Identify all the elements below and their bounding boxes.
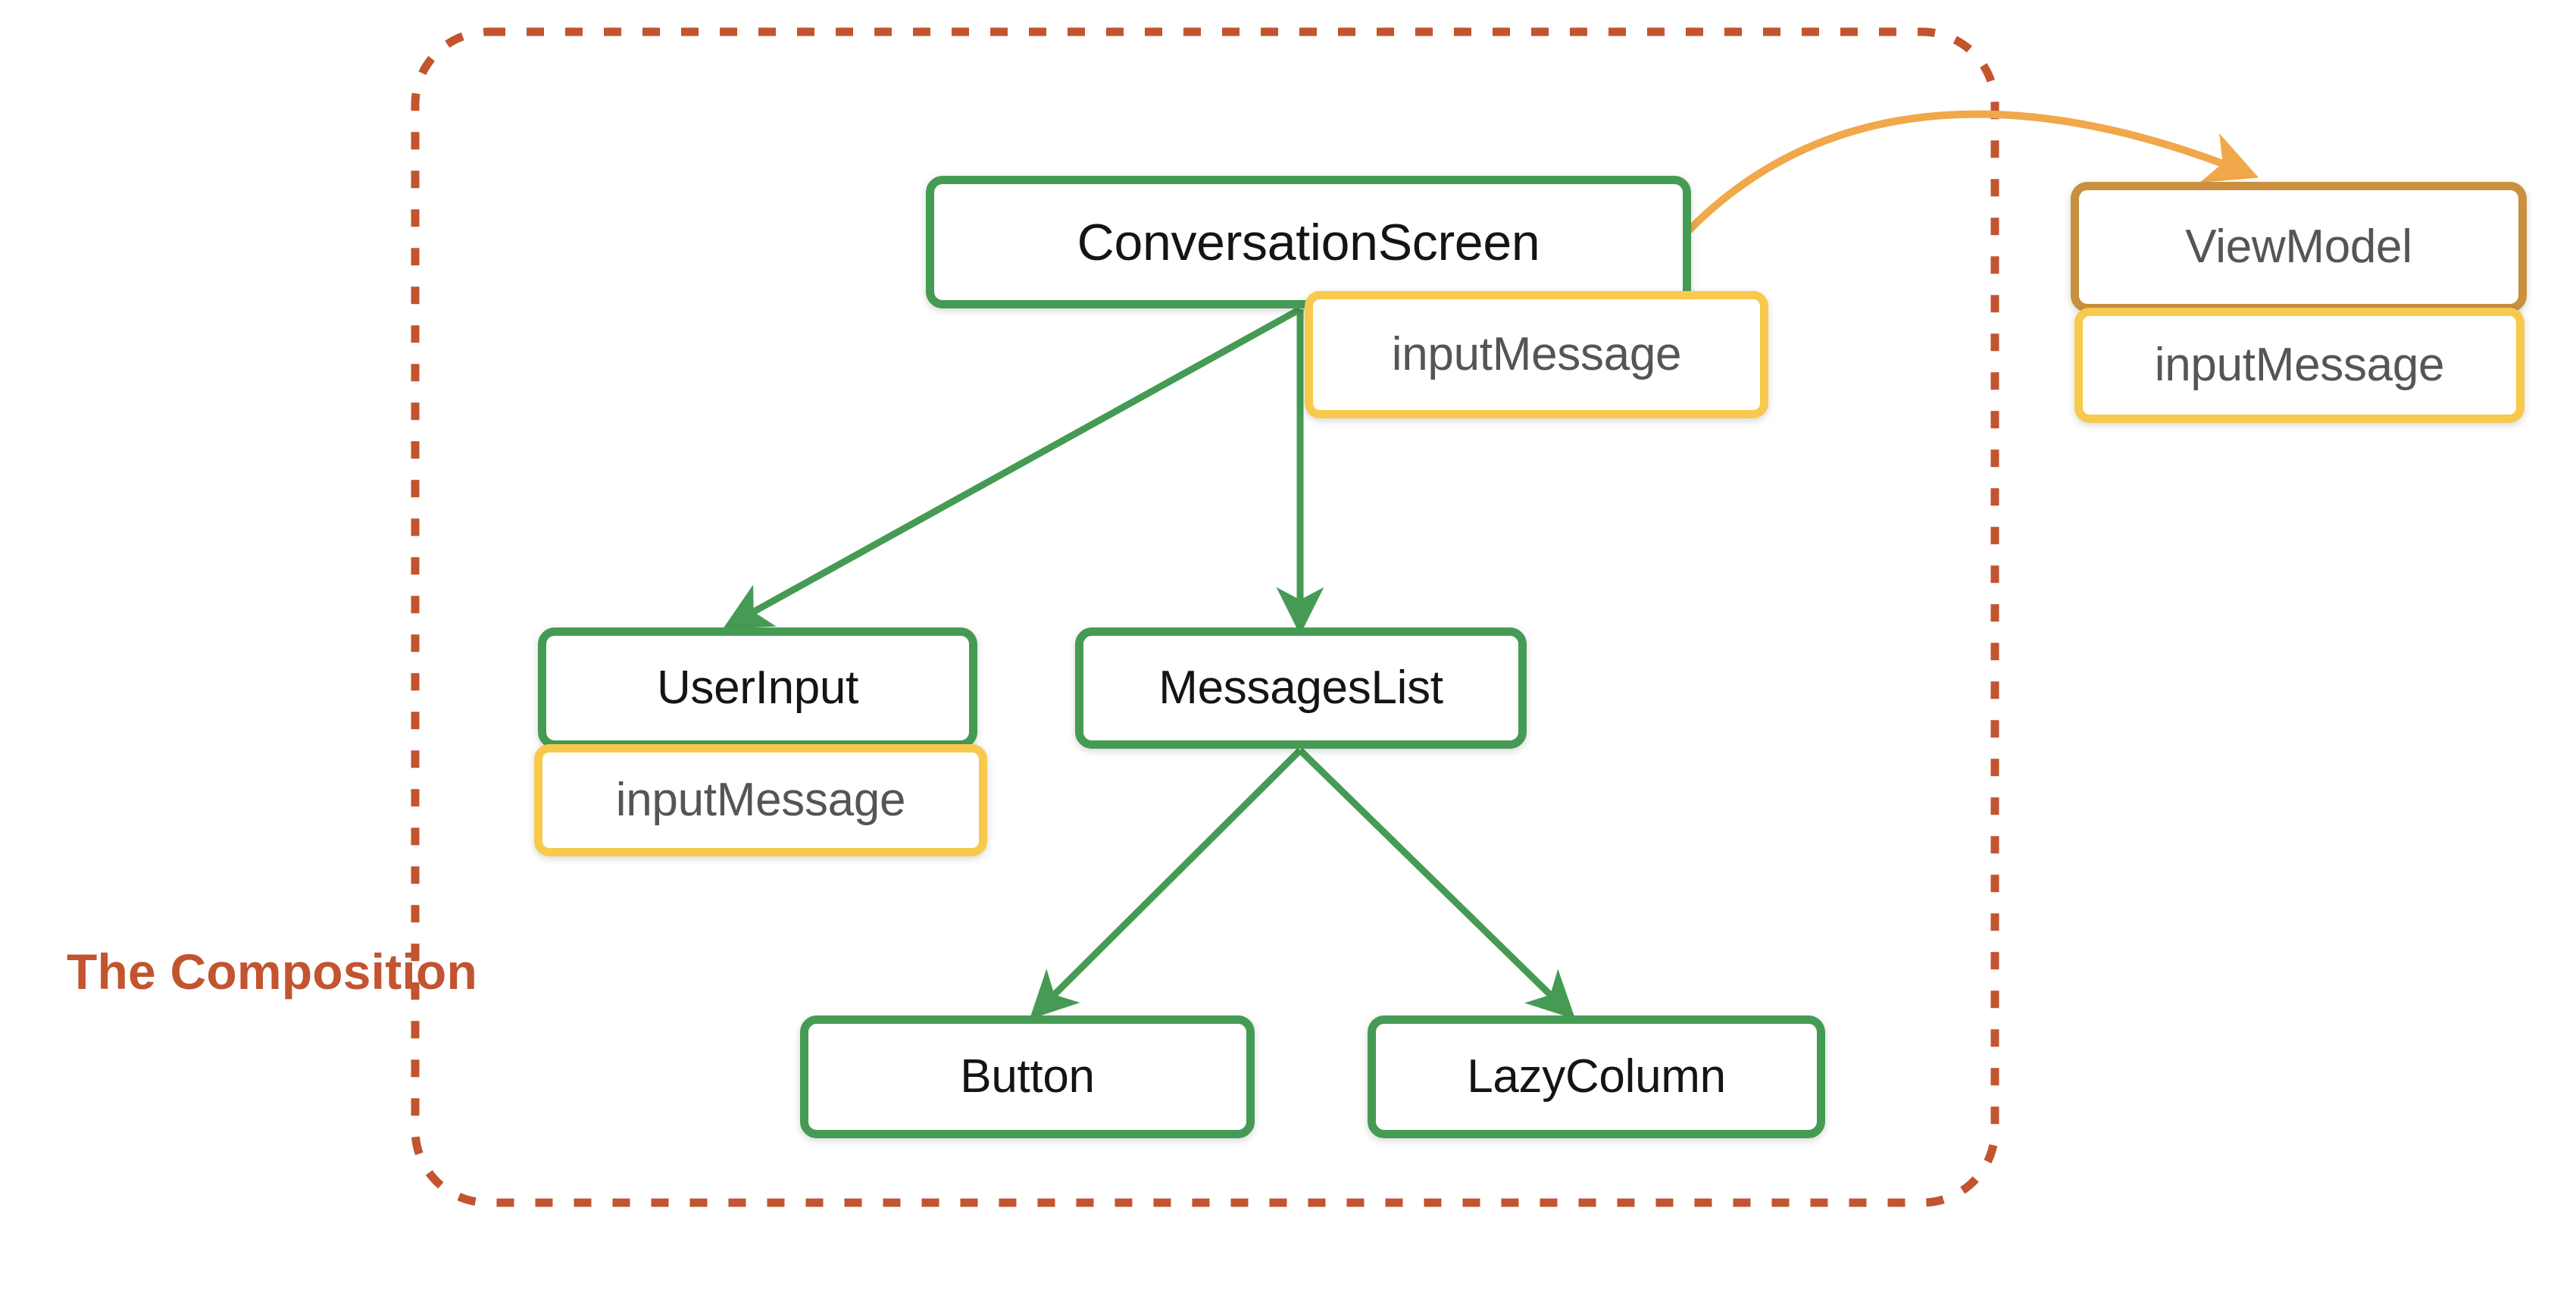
node-messages-list[interactable]: MessagesList [1075, 627, 1527, 749]
node-button[interactable]: Button [800, 1015, 1255, 1138]
state-chip-label: inputMessage [615, 774, 906, 826]
node-label: MessagesList [1158, 662, 1443, 714]
node-user-input[interactable]: UserInput [538, 627, 977, 749]
edge-messageslist-button [1029, 747, 1303, 1020]
state-chip-view-model-input-message[interactable]: inputMessage [2074, 308, 2524, 423]
node-label: UserInput [656, 662, 859, 714]
node-label: ConversationScreen [1077, 213, 1540, 271]
state-chip-label: inputMessage [1391, 328, 1682, 380]
node-label: ViewModel [2185, 221, 2412, 273]
node-view-model[interactable]: ViewModel [2071, 182, 2527, 312]
state-chip-user-input-input-message[interactable]: inputMessage [534, 744, 987, 856]
node-label: Button [960, 1050, 1095, 1103]
node-label: LazyColumn [1467, 1050, 1726, 1103]
state-chip-label: inputMessage [2154, 339, 2445, 391]
node-lazy-column[interactable]: LazyColumn [1368, 1015, 1825, 1138]
state-chip-conversation-screen-input-message[interactable]: inputMessage [1305, 291, 1768, 418]
edge-conversationscreen-userinput [723, 306, 1302, 629]
edge-messageslist-lazycolumn [1297, 747, 1576, 1020]
composition-boundary-label: The Composition [67, 943, 477, 1000]
node-conversation-screen[interactable]: ConversationScreen [926, 176, 1691, 308]
